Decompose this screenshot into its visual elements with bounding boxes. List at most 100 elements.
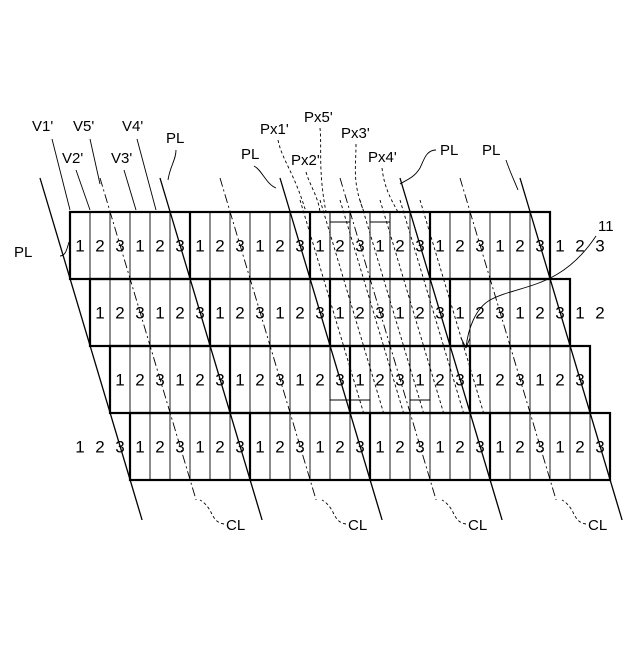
subpixel-number: 2 (275, 237, 284, 256)
label-pl-2: PL (241, 146, 259, 163)
subpixel-number: 2 (535, 304, 544, 323)
subpixel-number: 1 (215, 304, 224, 323)
label-pl-3: PL (440, 142, 458, 159)
outside-subpixel-number: 2 (95, 438, 104, 457)
leader-cl-3 (442, 500, 466, 524)
subpixel-number: 2 (455, 237, 464, 256)
subpixel-number: 2 (355, 304, 364, 323)
subpixel-number: 2 (335, 237, 344, 256)
subpixel-number: 1 (135, 237, 144, 256)
pixel-view-line (420, 200, 483, 412)
subpixel-number: 1 (375, 237, 384, 256)
leader-v2 (76, 170, 90, 210)
subpixel-number: 1 (475, 371, 484, 390)
subpixel-number: 1 (295, 371, 304, 390)
subpixel-number: 2 (395, 438, 404, 457)
row-2: 12312312312312312312312312 (90, 279, 605, 346)
subpixel-number: 1 (335, 304, 344, 323)
leader-v5 (90, 139, 100, 184)
subpixel-number: 1 (375, 438, 384, 457)
label-cl-3: CL (468, 517, 487, 534)
subpixel-number: 2 (195, 371, 204, 390)
subpixel-number: 1 (315, 438, 324, 457)
leader-pl-4 (506, 160, 518, 190)
subpixel-number: 2 (115, 304, 124, 323)
label-cl-2: CL (348, 517, 367, 534)
subpixel-number: 1 (175, 371, 184, 390)
leader-pl-1 (168, 150, 176, 180)
leader-px4 (382, 168, 398, 212)
subpixel-number: 2 (315, 371, 324, 390)
leader-pl-2 (254, 166, 276, 188)
subpixel-number: 2 (175, 304, 184, 323)
leader-px5 (320, 128, 326, 212)
pixel-view-line (380, 200, 443, 412)
subpixel-number: 2 (515, 237, 524, 256)
leader-pl-3 (400, 150, 436, 184)
subpixel-number: 1 (135, 438, 144, 457)
leader-px3 (355, 144, 364, 212)
label-px2: Px2' (291, 152, 320, 169)
subpixel-number: 2 (455, 438, 464, 457)
subpixel-number: 2 (575, 438, 584, 457)
subpixel-number: 1 (255, 237, 264, 256)
subpixel-number: 1 (455, 304, 464, 323)
subpixel-number: 1 (235, 371, 244, 390)
label-pl-1: PL (166, 130, 184, 147)
subpixel-number: 2 (555, 371, 564, 390)
label-px5: Px5' (304, 109, 333, 126)
subpixel-number: 1 (115, 371, 124, 390)
subpixel-number: 2 (155, 438, 164, 457)
row-4: 123123123123123123123123123 (75, 413, 610, 480)
leader-px2 (306, 172, 320, 212)
label-v1: V1' (32, 118, 53, 135)
pl-line (40, 178, 142, 520)
subpixel-number: 1 (495, 237, 504, 256)
subpixel-number: 1 (255, 438, 264, 457)
pl-line (160, 178, 262, 520)
leader-px1 (278, 140, 306, 212)
leader-cl-1 (200, 500, 224, 524)
label-cl-4: CL (588, 517, 607, 534)
subpixel-number: 2 (215, 237, 224, 256)
leader-v4 (137, 139, 156, 210)
subpixel-number: 1 (355, 371, 364, 390)
subpixel-number: 1 (315, 237, 324, 256)
subpixel-number: 2 (155, 237, 164, 256)
outside-subpixel-number: 3 (595, 237, 604, 256)
subpixel-number: 2 (95, 237, 104, 256)
subpixel-number: 1 (535, 371, 544, 390)
label-v4: V4' (122, 118, 143, 135)
subpixel-number: 1 (195, 438, 204, 457)
label-pl-left: PL (14, 244, 32, 261)
subpixel-number: 2 (515, 438, 524, 457)
pixel-view-line (400, 200, 463, 412)
subpixel-number: 2 (495, 371, 504, 390)
outside-subpixel-number: 1 (575, 304, 584, 323)
label-px3: Px3' (341, 125, 370, 142)
subpixel-number: 1 (415, 371, 424, 390)
label-v3: V3' (111, 150, 132, 167)
subpixel-number: 2 (415, 304, 424, 323)
subpixel-number: 2 (235, 304, 244, 323)
leader-cl-2 (322, 500, 346, 524)
subpixel-number: 1 (435, 237, 444, 256)
subpixel-number: 2 (255, 371, 264, 390)
subpixel-number: 2 (135, 371, 144, 390)
outside-subpixel-number: 1 (555, 237, 564, 256)
subpixel-number: 1 (495, 438, 504, 457)
subpixel-number: 1 (555, 438, 564, 457)
pixel-view-line (360, 200, 423, 412)
outside-subpixel-number: 2 (595, 304, 604, 323)
pixel-view-line (300, 200, 363, 412)
lens-lines (40, 178, 622, 520)
subpixel-number: 1 (155, 304, 164, 323)
subpixel-number: 2 (275, 438, 284, 457)
subpixel-number: 1 (275, 304, 284, 323)
subpixel-number: 1 (75, 237, 84, 256)
label-v2: V2' (62, 150, 83, 167)
pl-line (280, 178, 382, 520)
label-px4: Px4' (368, 149, 397, 166)
subpixel-number: 2 (215, 438, 224, 457)
